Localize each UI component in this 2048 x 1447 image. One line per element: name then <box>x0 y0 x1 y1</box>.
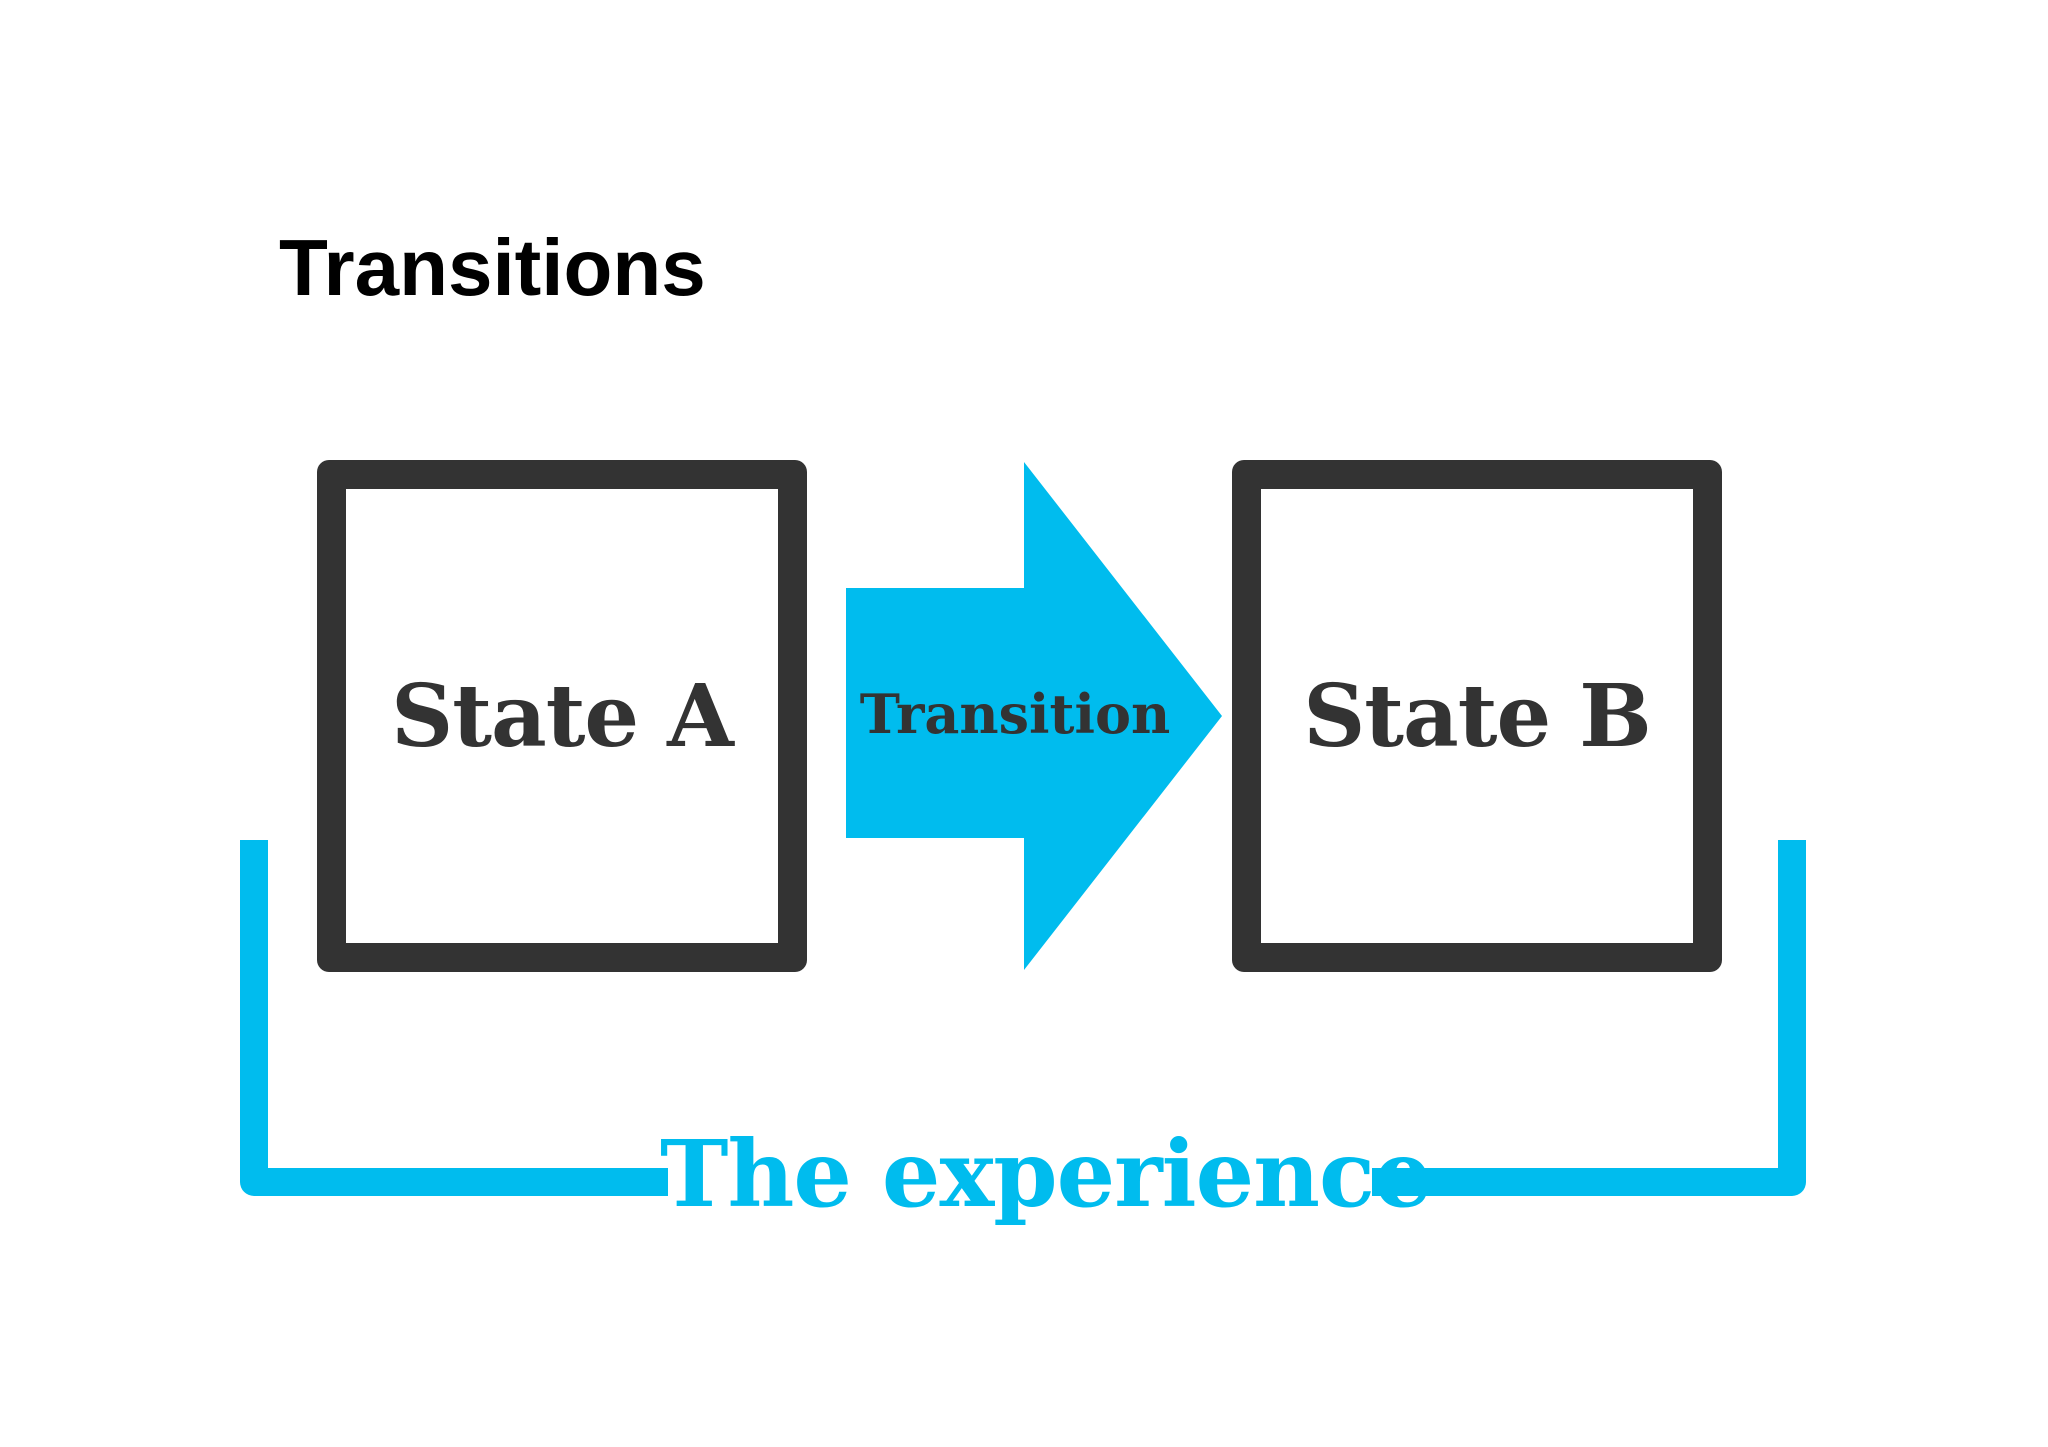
right-arrow-icon <box>846 462 1222 970</box>
state-b-label: State B <box>1303 665 1652 767</box>
state-a-label: State A <box>391 665 734 767</box>
transition-label: Transition <box>859 682 1171 746</box>
bracket-icon-right <box>1372 840 1806 1196</box>
state-b-box: State B <box>1232 460 1722 972</box>
bracket-icon <box>240 840 668 1196</box>
experience-label: The experience <box>660 1120 1433 1228</box>
slide-title: Transitions <box>279 223 706 312</box>
state-a-box: State A <box>317 460 807 972</box>
